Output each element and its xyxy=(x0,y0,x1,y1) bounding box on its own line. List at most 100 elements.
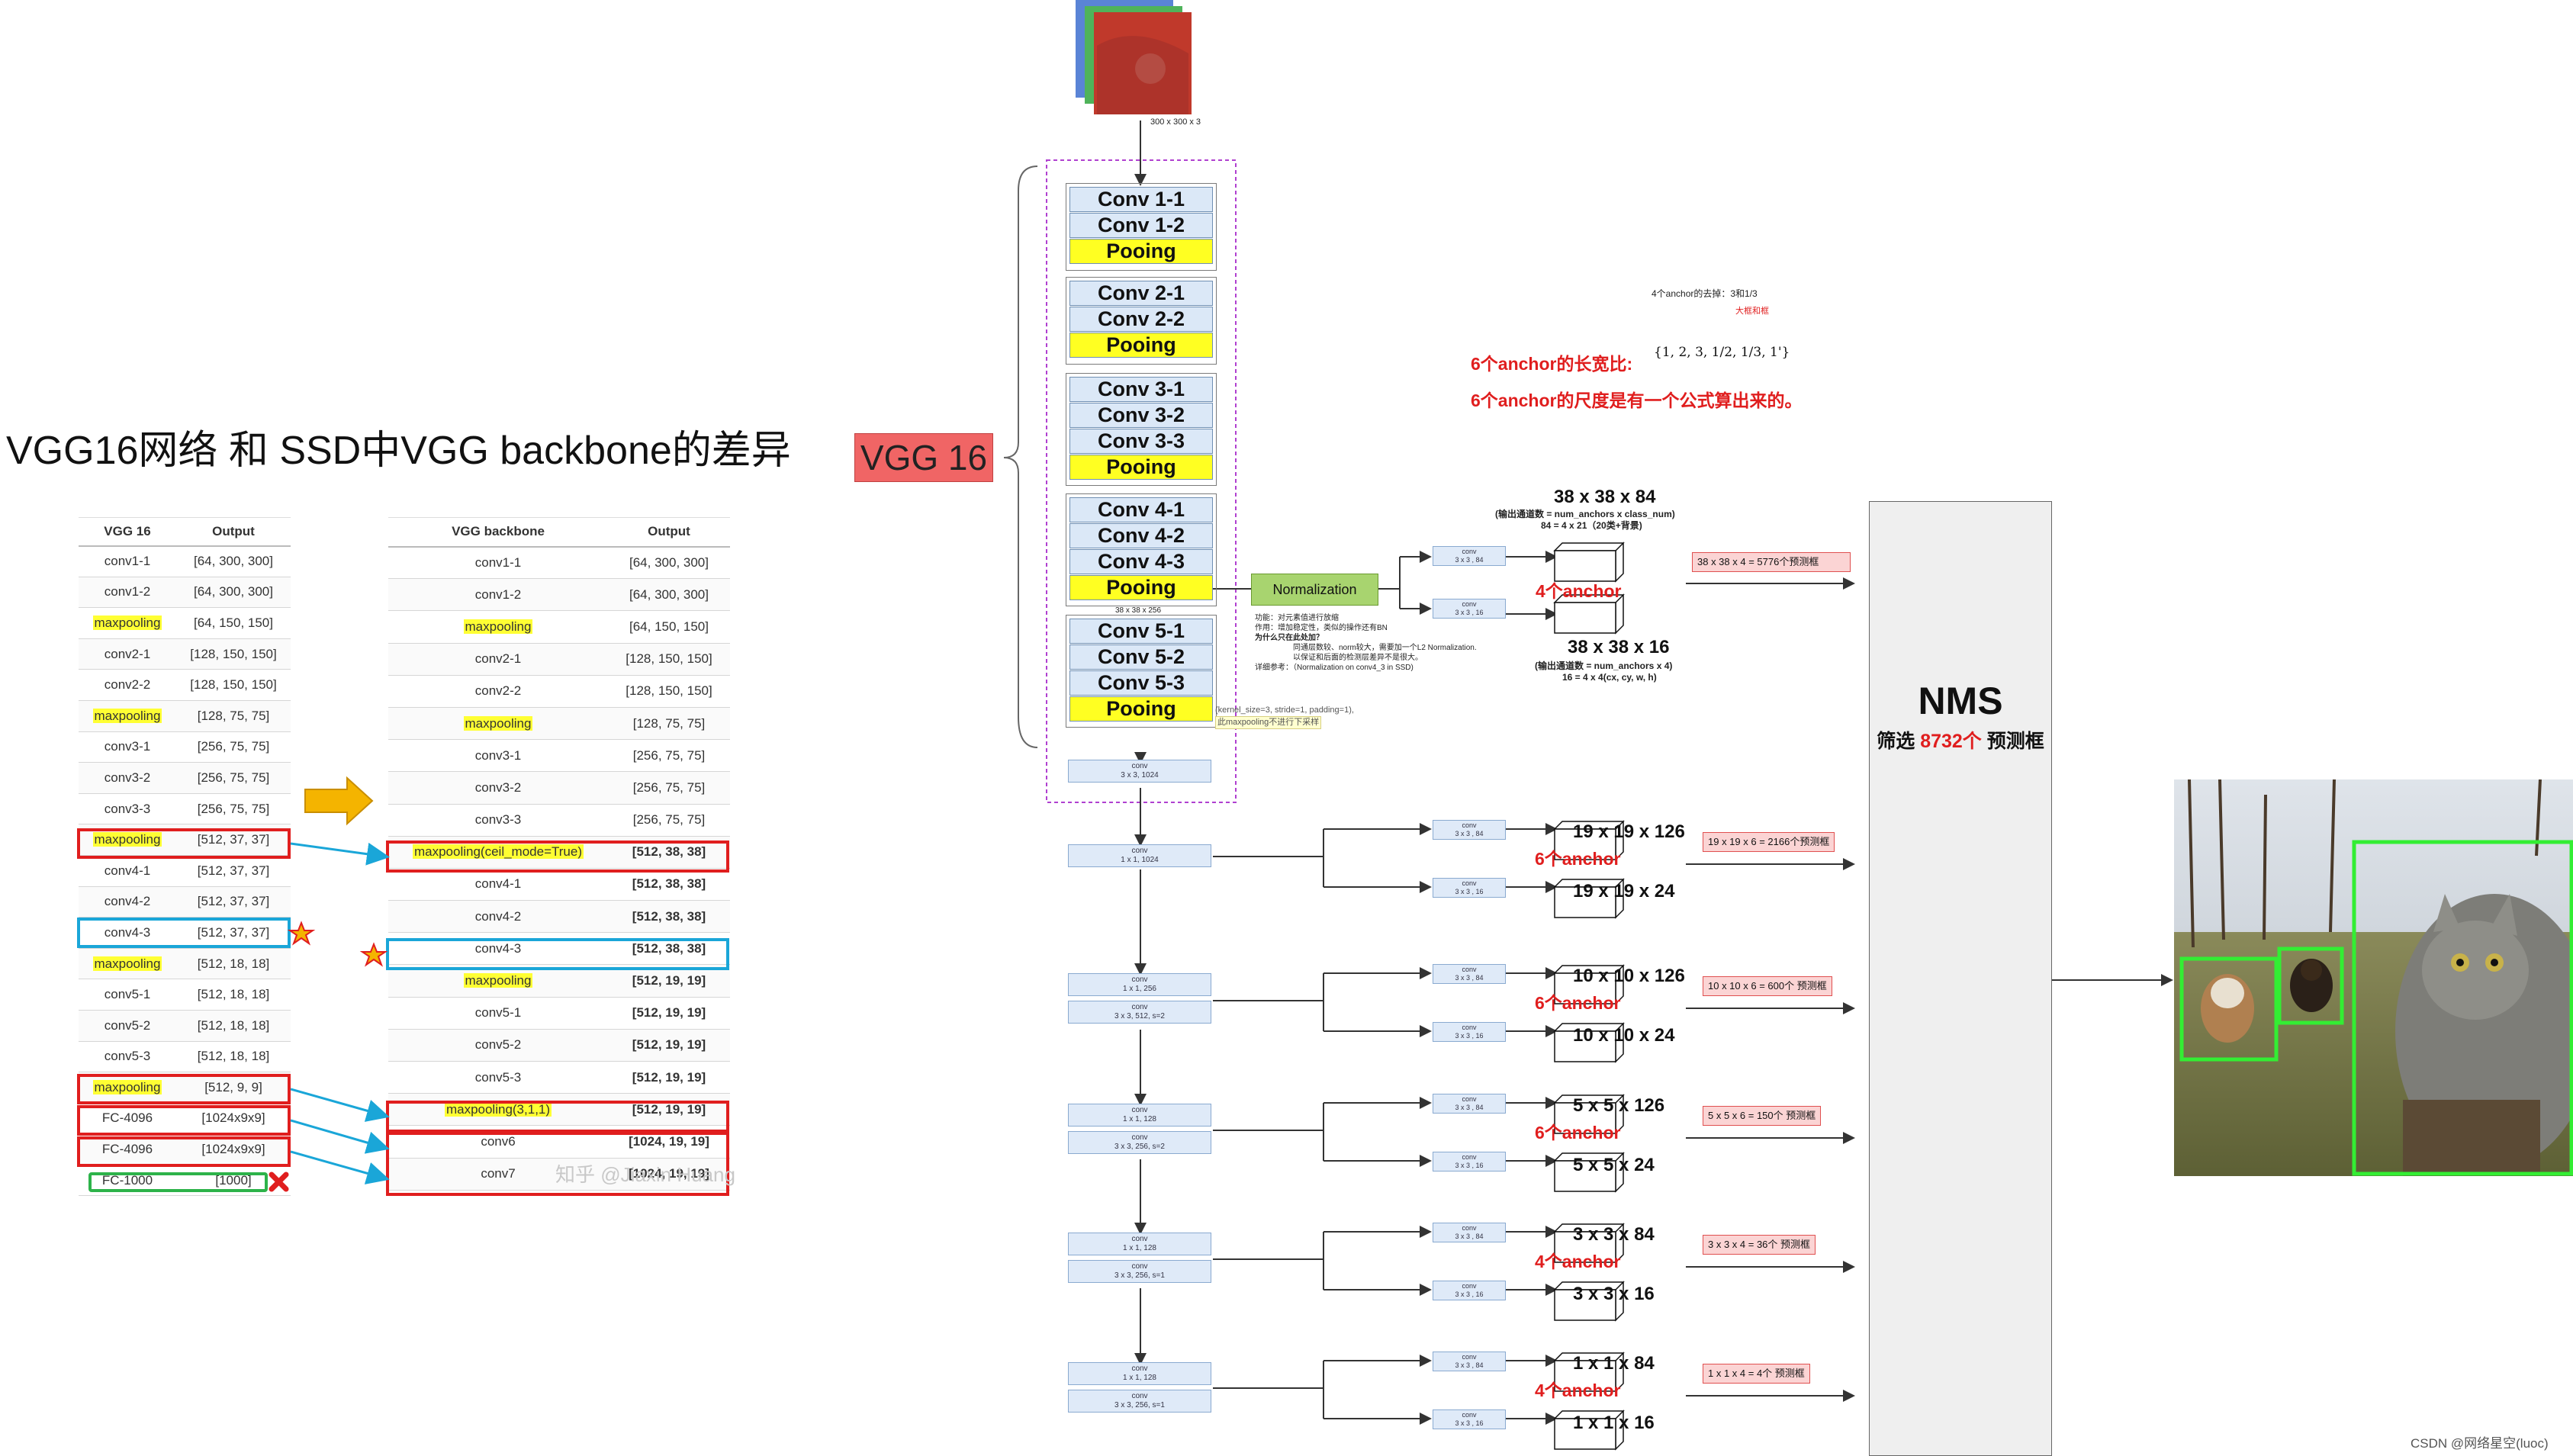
stage-3 xyxy=(1066,373,1217,486)
table-row: conv5-1[512, 18, 18] xyxy=(79,979,291,1011)
feature-map-cube xyxy=(1553,1352,1625,1393)
table-row: maxpooling [128, 75, 75] xyxy=(79,700,291,732)
conv-layer: Conv 2-2 xyxy=(1069,307,1213,332)
output-shape-cell: [128, 75, 75] xyxy=(176,700,291,732)
layer-name-cell: conv1-2 xyxy=(79,577,176,609)
output-shape-cell: [512, 18, 18] xyxy=(176,979,291,1011)
table-header: VGG backbone xyxy=(388,517,608,548)
head-reg-size: 38 x 38 x 16 xyxy=(1568,637,1670,657)
head-cls-size: 1 x 1 x 84 xyxy=(1573,1353,1655,1374)
backbone-table: VGG backbone Output conv1-1[64, 300, 300… xyxy=(388,517,730,1191)
head-reg-size: 10 x 10 x 24 xyxy=(1573,1025,1675,1046)
feature-map-cube xyxy=(1553,1022,1625,1063)
stage-4 xyxy=(1066,493,1217,606)
output-shape-cell: [1024, 19, 19] xyxy=(608,1158,730,1191)
output-shape-cell: [128, 150, 150] xyxy=(608,643,730,676)
credit: CSDN @网络星空(luoc) xyxy=(2411,1436,2549,1451)
maxpooling-label: maxpooling xyxy=(92,708,162,723)
table-row: conv4-3[512, 37, 37] xyxy=(79,917,291,949)
output-shape-cell: [64, 300, 300] xyxy=(176,577,291,609)
feature-map-cube xyxy=(1553,593,1625,635)
highlight-box xyxy=(77,918,291,948)
output-shape-cell: [64, 300, 300] xyxy=(176,545,291,577)
layer-name-cell: conv5-2 xyxy=(79,1010,176,1042)
input-image xyxy=(1076,0,1192,115)
conv-layer: Conv 5-1 xyxy=(1069,619,1213,644)
head-reg-size: 19 x 19 x 24 xyxy=(1573,881,1675,902)
layer-name-cell: conv2-1 xyxy=(388,643,608,676)
stage-5 xyxy=(1066,615,1217,728)
feature-map-cube xyxy=(1553,1094,1625,1135)
conv-layer: Conv 5-3 xyxy=(1069,670,1213,696)
layer-name-cell: conv4-1 xyxy=(79,855,176,887)
table-row: conv5-3[512, 18, 18] xyxy=(79,1041,291,1073)
head-reg-size: 5 x 5 x 24 xyxy=(1573,1155,1655,1175)
maxpooling-label: maxpooling xyxy=(463,619,533,634)
anchor-label: 4个anchor xyxy=(1536,581,1622,601)
output-shape-cell: [256, 75, 75] xyxy=(608,771,730,805)
table-row: conv3-2[256, 75, 75] xyxy=(388,771,730,805)
layer-name-cell: conv5-3 xyxy=(79,1041,176,1073)
table-row: conv1-1[64, 300, 300] xyxy=(79,545,291,577)
table-annotations xyxy=(269,776,390,1192)
maxpooling-label: maxpooling xyxy=(463,973,533,988)
norm-size: 38 x 38 x 256 xyxy=(1115,606,1162,615)
layer-name-cell: conv2-2 xyxy=(79,669,176,701)
removed-box xyxy=(88,1172,268,1192)
layer-name-cell: conv5-1 xyxy=(79,979,176,1011)
anchor-ratio-set: {1, 2, 3, 1/2, 1/3, 1'} xyxy=(1654,345,1790,360)
layer-name-cell: conv1-1 xyxy=(388,546,608,580)
anchor-ratio-label: 6个anchor的长宽比: xyxy=(1471,354,1633,374)
table-row: maxpooling(3,1,1)[512, 19, 19] xyxy=(388,1093,730,1127)
table-row: conv5-3[512, 19, 19] xyxy=(388,1061,730,1094)
anchor-removal-note: 4个anchor的去掉：3和1/3 xyxy=(1652,288,1758,299)
output-shape-cell: [512, 18, 18] xyxy=(176,1041,291,1073)
output-shape-cell: [64, 300, 300] xyxy=(608,578,730,612)
table-header: VGG 16 xyxy=(79,517,176,547)
table-row: conv3-3[256, 75, 75] xyxy=(388,804,730,837)
table-row: conv3-3[256, 75, 75] xyxy=(79,793,291,825)
output-shape-cell: [512, 19, 19] xyxy=(608,1061,730,1094)
layer-name-cell: conv3-3 xyxy=(388,804,608,837)
highlight-box xyxy=(77,1074,291,1104)
detection-result-image xyxy=(2174,779,2573,1176)
table-row: maxpooling[64, 150, 150] xyxy=(388,610,730,644)
layer-name-cell: conv3-1 xyxy=(388,739,608,773)
table-row: conv1-2[64, 300, 300] xyxy=(79,577,291,609)
table-row: conv5-1[512, 19, 19] xyxy=(388,997,730,1030)
highlight-box xyxy=(77,1105,291,1136)
layer-name-cell: conv3-2 xyxy=(388,771,608,805)
table-header: Output xyxy=(608,517,730,548)
prediction-count: 38 x 38 x 4 = 5776个预测框 xyxy=(1692,552,1851,572)
maxpooling-label: maxpooling xyxy=(92,832,162,847)
head-cls-size: 3 x 3 x 84 xyxy=(1573,1224,1655,1245)
output-shape-cell: [256, 75, 75] xyxy=(176,793,291,825)
page-title: VGG16网络 和 SSD中VGG backbone的差异 xyxy=(6,429,791,473)
normalization-notes: 功能：对元素值进行放缩 作用：增加稳定性，类似的操作还有BN 为什么只在此处加？… xyxy=(1255,614,1477,672)
table-row: maxpooling[512, 18, 18] xyxy=(79,948,291,980)
close-icon xyxy=(269,1172,289,1192)
table-row: conv4-2[512, 37, 37] xyxy=(79,886,291,918)
prediction-count: 5 x 5 x 6 = 150个 预测框 xyxy=(1703,1106,1822,1126)
table-row: conv3-1[256, 75, 75] xyxy=(79,731,291,763)
table-row: conv2-2[128, 150, 150] xyxy=(388,675,730,708)
head-reg-note: 16 = 4 x 4(cx, cy, w, h) xyxy=(1562,672,1657,683)
head-cls-size: 10 x 10 x 126 xyxy=(1573,966,1685,986)
output-shape-cell: [512, 37, 37] xyxy=(176,886,291,918)
layer-name-cell: conv4-2 xyxy=(388,900,608,934)
table-row: conv1-2[64, 300, 300] xyxy=(388,578,730,612)
output-shape-cell: [512, 38, 38] xyxy=(608,868,730,902)
feature-map-cube xyxy=(1553,820,1625,861)
table-row: conv3-1[256, 75, 75] xyxy=(388,739,730,773)
feature-map-cube xyxy=(1553,542,1625,583)
pooling-layer: Pooing xyxy=(1069,696,1213,722)
table-row: conv1-1[64, 300, 300] xyxy=(388,546,730,580)
